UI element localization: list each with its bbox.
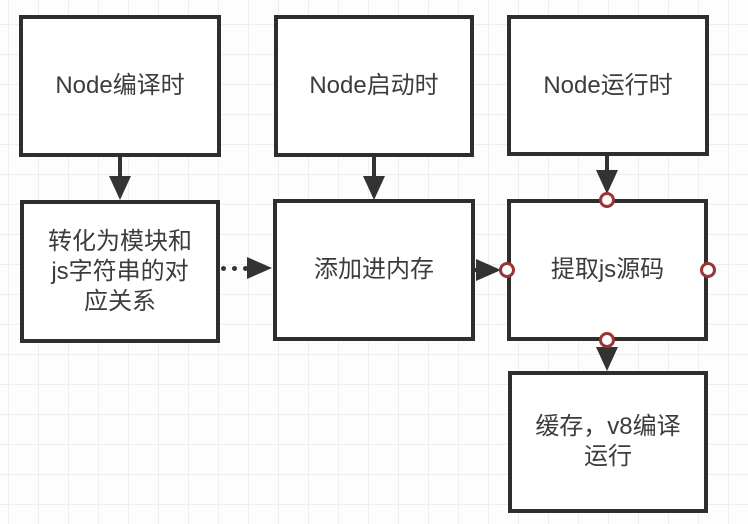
- arrow-compile-to-map-head-icon: [109, 176, 131, 200]
- arrow-map-to-memory-dotted-line: [221, 266, 248, 271]
- arrow-compile-to-map-line: [118, 157, 122, 177]
- node-compile-time[interactable]: Node编译时: [19, 15, 221, 157]
- arrow-startup-to-memory-line: [372, 157, 376, 177]
- node-module-js-string-map-label: 转化为模块和 js字符串的对 应关系: [48, 227, 192, 315]
- arrow-startup-to-memory-head-icon: [363, 176, 385, 200]
- anchor-point-bottom-icon[interactable]: [599, 332, 615, 348]
- node-extract-js-source-label: 提取js源码: [550, 256, 665, 283]
- node-extract-js-source[interactable]: 提取js源码: [507, 199, 708, 341]
- node-runtime[interactable]: Node运行时: [507, 15, 709, 156]
- arrow-memory-to-extract-head-icon: [476, 259, 501, 281]
- anchor-point-right-icon[interactable]: [700, 262, 716, 278]
- node-add-to-memory[interactable]: 添加进内存: [273, 199, 475, 341]
- node-module-js-string-map[interactable]: 转化为模块和 js字符串的对 应关系: [20, 200, 220, 343]
- anchor-point-left-icon[interactable]: [499, 262, 515, 278]
- anchor-point-top-icon[interactable]: [599, 192, 615, 208]
- node-cache-v8-compile-run-label: 缓存，v8编译 运行: [535, 413, 681, 470]
- arrow-runtime-to-extract-line: [605, 156, 609, 172]
- node-compile-time-label: Node编译时: [55, 72, 185, 99]
- node-startup-time-label: Node启动时: [309, 72, 439, 99]
- node-runtime-label: Node运行时: [543, 71, 673, 99]
- arrow-runtime-to-extract-head-icon: [596, 170, 618, 194]
- node-cache-v8-compile-run[interactable]: 缓存，v8编译 运行: [508, 371, 708, 513]
- arrow-map-to-memory-head-icon: [247, 257, 272, 279]
- node-startup-time[interactable]: Node启动时: [274, 15, 474, 157]
- node-add-to-memory-label: 添加进内存: [314, 256, 434, 283]
- arrow-extract-to-cache-head-icon: [596, 347, 618, 371]
